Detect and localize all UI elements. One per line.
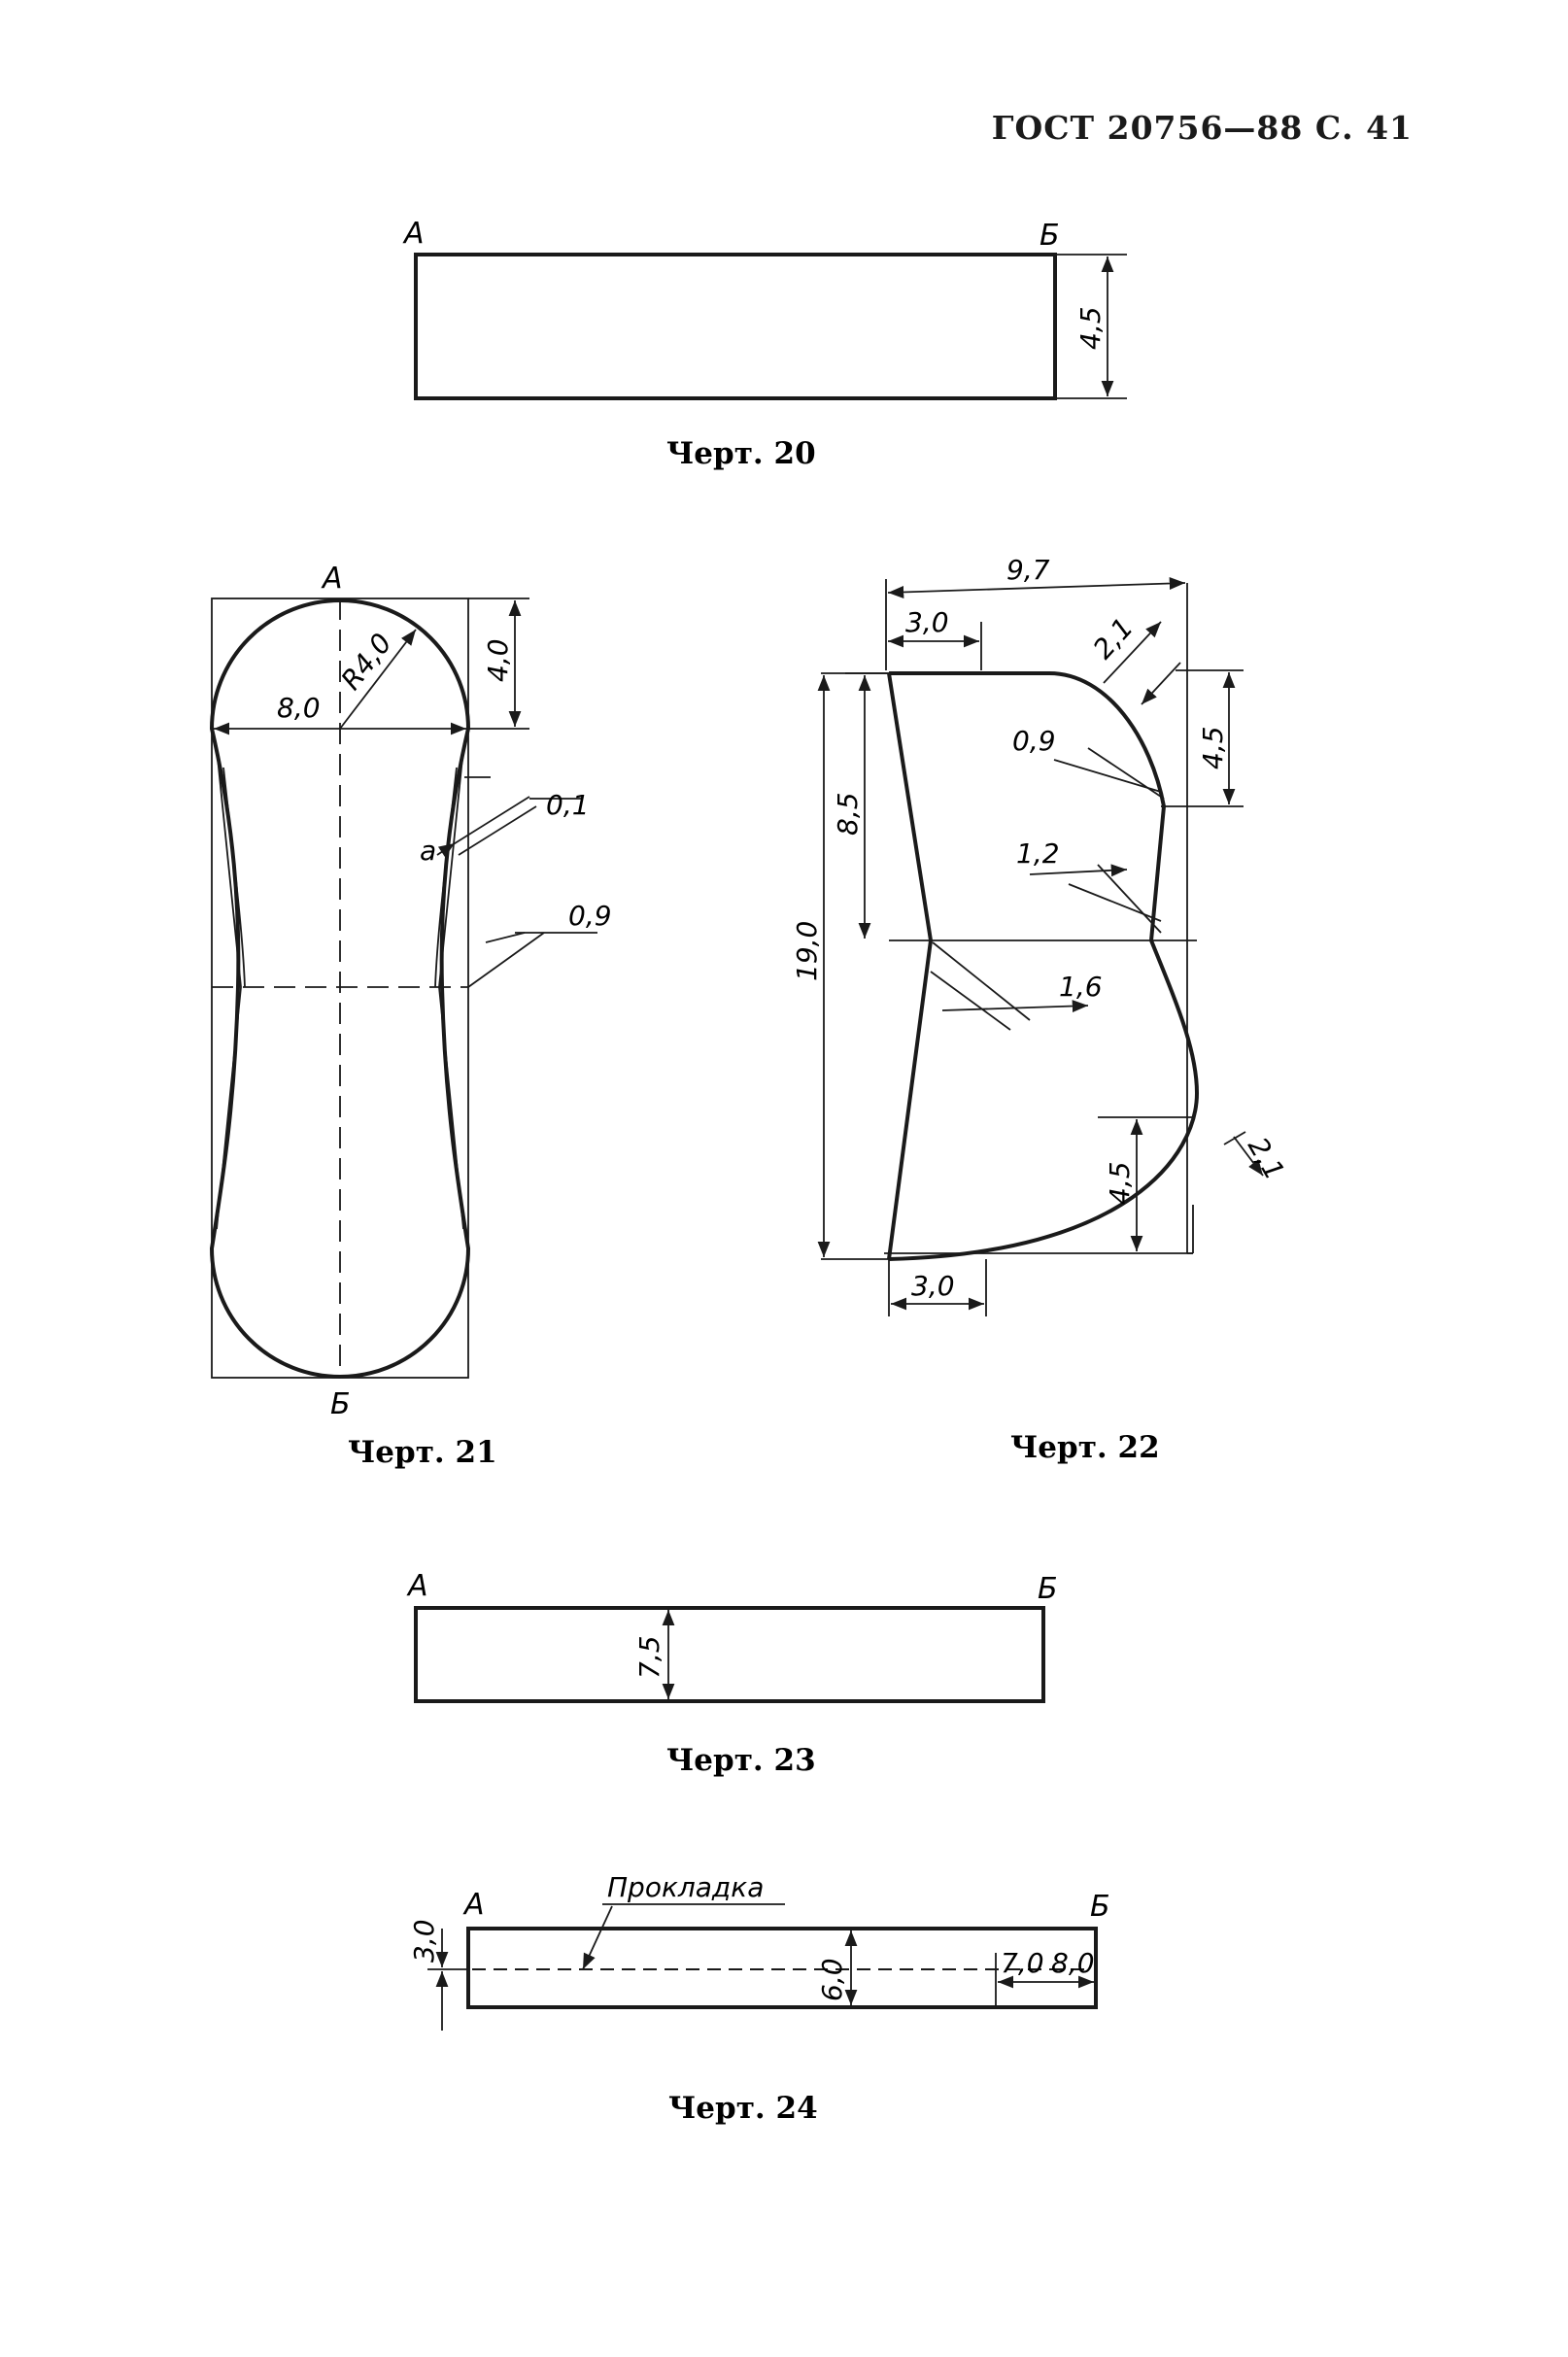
figure-23: 7,5 А Б Черт. 23 [406,1569,1058,1778]
figure-24-pad-label: Прокладка [607,1871,764,1903]
figure-21-dim-01: 0,1 [546,789,590,821]
figure-22-dim-45-top: 4,5 [1197,726,1229,769]
figure-24-caption: Черт. 24 [668,2091,818,2126]
figure-22-dim-30-top: 3,0 [905,606,949,638]
figure-20: А Б 4,5 Черт. 20 [402,217,1127,471]
figure-22-dim-16: 1,6 [1059,971,1103,1003]
figure-22-dim-09: 0,9 [1012,725,1056,757]
figure-22-dim-21-bottom: 2,1 [1242,1132,1291,1185]
figure-21-label-b: Б [330,1387,351,1421]
figure-20-caption: Черт. 20 [666,436,816,471]
figure-22-dim-190: 19,0 [791,921,823,981]
figure-22-dim-97: 9,7 [1006,554,1050,586]
figure-22-dim-45-bottom: 4,5 [1104,1161,1136,1205]
figure-20-label-a: А [402,217,425,251]
figure-23-caption: Черт. 23 [666,1743,816,1778]
figure-24-dim-30: 3,0 [408,1919,440,1963]
figure-21-caption: Черт. 21 [348,1435,497,1470]
figure-23-label-a: А [406,1569,428,1603]
figure-23-dim-height: 7,5 [633,1635,665,1679]
document-header: ГОСТ 20756—88 С. 41 [991,109,1413,147]
figure-20-dim-height: 4,5 [1074,306,1107,350]
figure-21-mark-a: а [420,835,436,867]
figure-21-dim-09: 0,9 [568,900,612,932]
figure-22-caption: Черт. 22 [1010,1430,1160,1465]
figure-24-label-a: А [462,1888,485,1922]
figure-22-outline [888,671,1200,1261]
figure-24-label-b: Б [1090,1890,1110,1924]
figure-21-dim-radius: R4,0 [335,628,398,697]
figure-23-label-b: Б [1038,1572,1058,1606]
figure-20-outline [414,253,1057,400]
figure-22-dim-12: 1,2 [1016,837,1060,870]
figure-24-outline [466,1927,1098,2009]
figure-21-dim-top: 4,0 [482,638,514,682]
figure-22-dim-30-bottom: 3,0 [911,1270,955,1302]
figure-21: 8,0 R4,0 4,0 0,1 а 0,9 А Б Черт. 21 [209,562,612,1470]
figure-24-dim-70: 7,0 [1001,1947,1044,1979]
figure-24-dim-80: 8,0 [1051,1947,1095,1979]
figure-21-label-a: А [321,562,343,596]
figure-21-outline [209,598,471,1379]
figure-24: А Б Прокладка 3,0 6,0 7,0 8,0 Черт. 24 [408,1871,1110,2126]
figure-20-label-b: Б [1040,219,1060,253]
figure-22-dim-85: 8,5 [832,792,864,836]
figure-21-dim-width: 8,0 [277,692,321,724]
figure-23-outline [414,1606,1045,1703]
figure-22: 9,7 3,0 4,5 2,1 0,9 8,5 1,2 19,0 1,6 4,5 [791,554,1291,1465]
figure-22-dim-21-top: 2,1 [1087,612,1140,666]
figure-24-dim-60: 6,0 [816,1958,848,2001]
